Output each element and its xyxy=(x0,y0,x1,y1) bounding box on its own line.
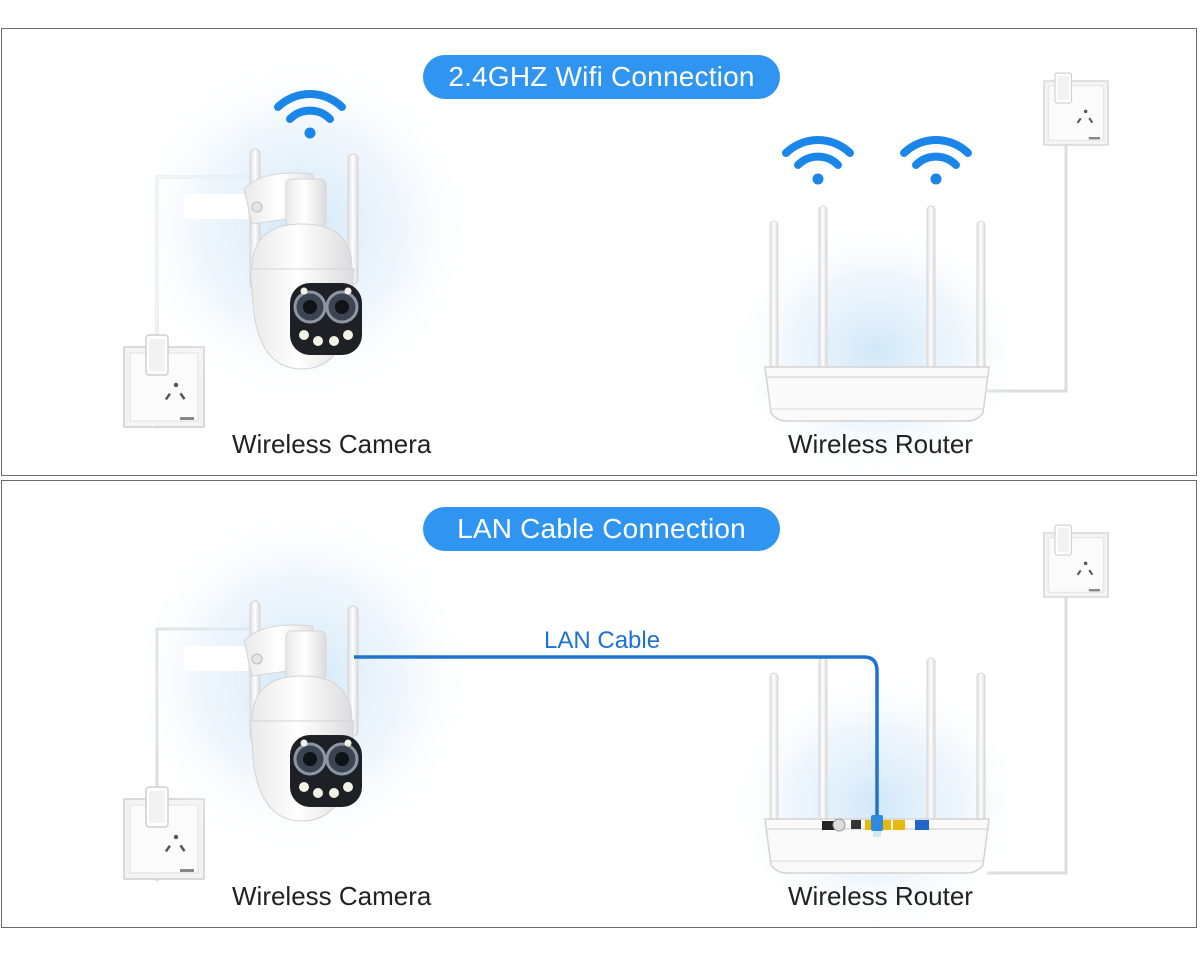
wall-socket-icon xyxy=(1043,532,1109,598)
security-camera-icon xyxy=(125,52,479,406)
power-plug-icon xyxy=(1054,524,1073,556)
router-label: Wireless Router xyxy=(788,429,973,459)
wall-socket-icon xyxy=(1043,80,1109,146)
wifi-connection-panel: 2.4GHZ Wifi Connection Wireless Camera W… xyxy=(1,28,1197,476)
connection-title: LAN Cable Connection xyxy=(423,507,780,551)
camera-label: Wireless Camera xyxy=(232,429,432,459)
power-plug-icon xyxy=(145,334,169,376)
router-label: Wireless Router xyxy=(788,881,973,911)
power-plug-icon xyxy=(1054,72,1073,104)
lan-cable-label: LAN Cable xyxy=(544,627,661,654)
power-plug-icon xyxy=(145,786,169,828)
security-camera-icon xyxy=(125,504,479,858)
camera-label: Wireless Camera xyxy=(232,881,432,911)
lan-connection-panel: LAN Cable Connection LAN Cable Wireless … xyxy=(1,480,1197,928)
lan-connection-illustration xyxy=(123,504,1109,927)
lan-cable-icon xyxy=(354,655,883,837)
connection-title: 2.4GHZ Wifi Connection xyxy=(423,55,780,99)
wifi-connection-illustration xyxy=(123,52,1109,475)
wifi-icon xyxy=(786,140,850,184)
wifi-icon xyxy=(904,140,968,184)
